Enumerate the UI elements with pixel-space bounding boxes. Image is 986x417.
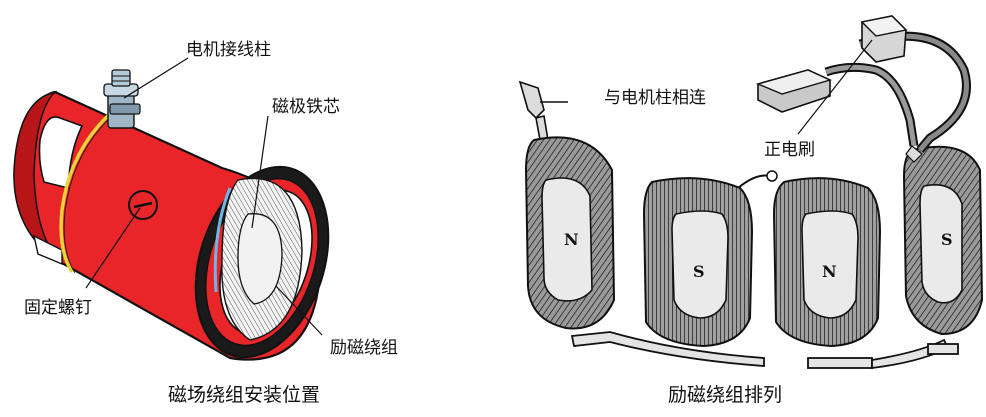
coil-4 [902, 145, 984, 336]
caption-left: 磁场绕组安装位置 [168, 384, 321, 406]
bottom-straps [570, 331, 959, 370]
winding-arrangement [518, 15, 984, 370]
pole-label-1: N [564, 230, 579, 249]
pole-label-4: S [941, 230, 953, 249]
coil-1 [524, 136, 616, 330]
terminal-post [103, 69, 141, 129]
coil-2 [642, 177, 754, 348]
terminal-lug [518, 80, 568, 141]
pole-label-3: N [822, 262, 837, 281]
label-connect: 与电机柱相连 [604, 88, 706, 108]
caption-right: 励磁绕组排列 [668, 384, 783, 406]
right-leader-lines [797, 39, 873, 135]
brush-assembly [755, 15, 971, 163]
label-screw: 固定螺钉 [24, 298, 92, 318]
field-winding-coil [213, 177, 303, 341]
pole-label-2: S [693, 262, 705, 281]
starter-housing [13, 69, 330, 361]
label-terminal: 电机接线柱 [186, 40, 271, 60]
coil-3 [772, 177, 882, 348]
label-brush: 正电刷 [764, 140, 815, 160]
left-leader-lines [85, 57, 323, 336]
fixing-screw [128, 190, 158, 220]
label-pole-core: 磁极铁芯 [272, 97, 340, 117]
label-winding: 励磁绕组 [330, 338, 398, 358]
